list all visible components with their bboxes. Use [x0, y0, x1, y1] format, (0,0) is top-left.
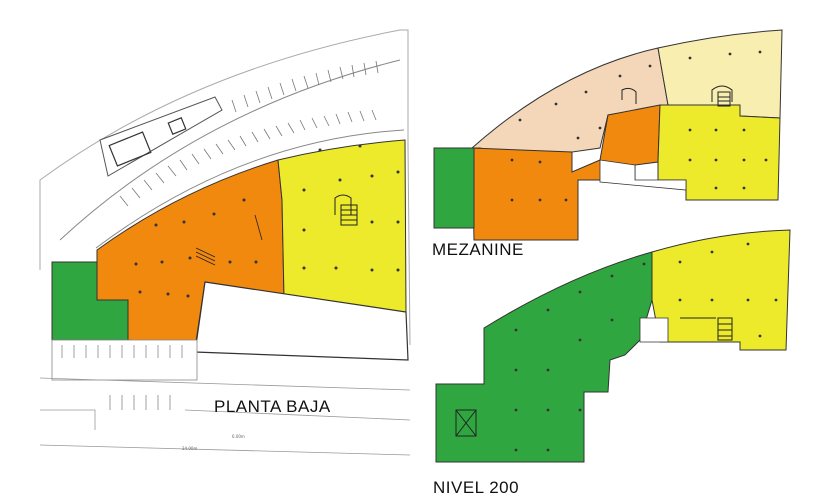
parking-stalls-upper [231, 60, 379, 113]
site-outline [39, 29, 411, 346]
mezanine-yellow-zone [657, 104, 781, 201]
road-curve-outer [59, 59, 401, 241]
dimension-label-2: 24.00m [182, 446, 197, 451]
planta-baja-notch [194, 281, 409, 361]
site-bottom-road [39, 377, 411, 456]
mezanine-peach-zone [470, 47, 669, 173]
nivel-200-green-zone [435, 251, 653, 463]
mezanine-stair-icon [621, 85, 733, 107]
nivel-200-columns [514, 242, 778, 452]
mezanine-label: MEZANINE [432, 240, 524, 259]
mezanine-columns [510, 50, 768, 202]
stair-icon [334, 194, 358, 226]
mezanine-plan [433, 29, 783, 241]
mezanine-green-zone [433, 147, 475, 229]
road-curve-inner [95, 129, 405, 249]
nivel-200-plan [435, 229, 791, 463]
lower-parking [51, 339, 198, 381]
mezanine-core-white [599, 159, 687, 191]
nivel-200-yellow-zone [651, 229, 791, 351]
columns [134, 144, 400, 298]
dimension-label-1: 6.00m [232, 434, 245, 439]
parking-island [99, 96, 223, 177]
nivel-200-label: NIVEL 200 [433, 478, 520, 497]
kiosk-1 [108, 131, 152, 167]
planta-baja-label: PLANTA BAJA [214, 397, 331, 416]
nivel-200-stair-icon [455, 317, 733, 437]
lower-parking-stalls [61, 345, 183, 410]
nivel-200-core-white [639, 317, 669, 343]
kiosk-2 [167, 117, 187, 135]
escalator-icon [195, 214, 263, 266]
planta-baja-plan: 6.00m 24.00m [39, 29, 411, 456]
planta-baja-yellow-zone [277, 139, 407, 313]
parking-stalls-lower [119, 109, 377, 207]
